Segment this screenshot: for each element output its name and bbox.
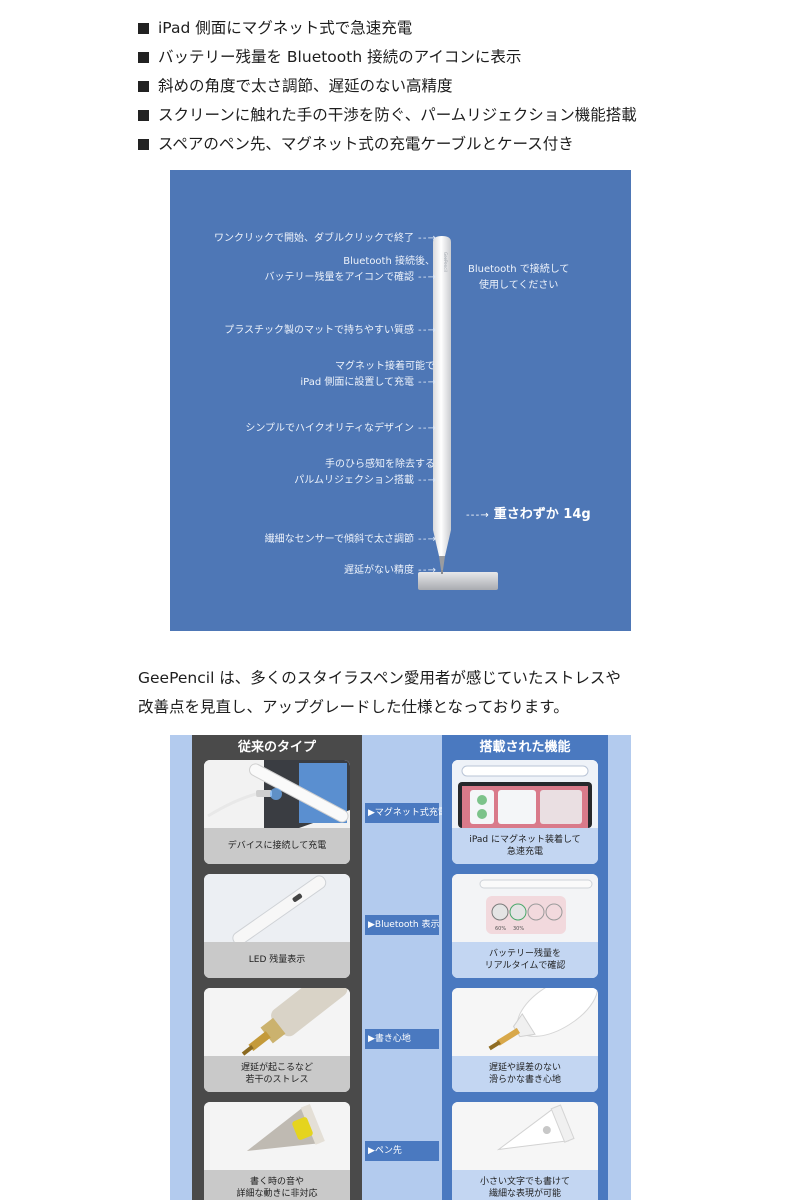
arrow-icon: - - → (418, 377, 436, 388)
card-caption: デバイスに接続して充電 (204, 828, 350, 864)
new-gold-tip-image (452, 988, 598, 1056)
arrow-icon: - - → (418, 475, 436, 486)
feature-item: スペアのペン先、マグネット式の充電ケーブルとケース付き (138, 130, 637, 159)
pencil-tip (439, 556, 445, 570)
comparison-panel: 従来のタイプ デバイスに接続して充電 (170, 735, 631, 1200)
led-pen-image (204, 874, 350, 942)
square-bullet-icon (138, 110, 149, 121)
compare-label-bluetooth: ▶Bluetooth 表示 (365, 915, 439, 935)
card-caption: LED 残量表示 (204, 942, 350, 978)
card-caption: iPad にマグネット装着して急速充電 (452, 828, 598, 864)
pencil-body (433, 236, 451, 556)
old-card-led: LED 残量表示 (204, 874, 350, 978)
arrow-icon: - - → (418, 233, 436, 244)
compare-label-magnet: ▶マグネット式充電 (365, 803, 447, 823)
arrow-icon: - - → (418, 423, 436, 434)
pencil-spec-diagram: GeePencil ワンクリックで開始、ダブルクリックで終了- - → Blue… (170, 170, 631, 631)
new-card-charging: iPad にマグネット装着して急速充電 (452, 760, 598, 864)
battery-widget-image: 60% 30% (452, 874, 598, 942)
card-caption: 遅延が起こるなど若干のストレス (204, 1056, 350, 1092)
new-card-battery: 60% 30% バッテリー残量をリアルタイムで確認 (452, 874, 598, 978)
feature-item: バッテリー残量を Bluetooth 接続のアイコンに表示 (138, 43, 637, 72)
pencil-stand (418, 572, 498, 590)
spec-label-design: シンプルでハイクオリティなデザイン- - → (245, 423, 436, 434)
old-type-column: 従来のタイプ デバイスに接続して充電 (192, 735, 362, 1200)
intro-paragraph: GeePencil は、多くのスタイラスペン愛用者が感じていたストレスや 改善点… (138, 669, 621, 716)
feature-item: iPad 側面にマグネット式で急速充電 (138, 14, 637, 43)
feature-item: 斜めの角度で太さ調節、遅延のない高精度 (138, 72, 637, 101)
card-caption: 遅延や誤差のない滑らかな書き心地 (452, 1056, 598, 1092)
bluetooth-note: Bluetooth で接続して使用してください (468, 264, 570, 291)
arrow-icon: - - - → (466, 510, 489, 521)
feature-list: iPad 側面にマグネット式で急速充電 バッテリー残量を Bluetooth 接… (138, 14, 637, 159)
battery-percent-device: 30% (513, 926, 524, 932)
arrow-icon: - - → (418, 325, 436, 336)
square-bullet-icon (138, 23, 149, 34)
weight-label: - - - →重さわずか 14g (466, 507, 591, 522)
spec-label-latency: 遅延がない精度- - → (344, 565, 436, 576)
square-bullet-icon (138, 52, 149, 63)
spec-label-matte: プラスチック製のマットで持ちやすい質感- - → (224, 325, 436, 336)
old-pen-tip-image (204, 1102, 350, 1170)
feature-item: スクリーンに触れた手の干渉を防ぐ、パームリジェクション機能搭載 (138, 101, 637, 130)
card-caption: 小さい文字でも書けて繊細な表現が可能 (452, 1170, 598, 1200)
old-card-feel: 遅延が起こるなど若干のストレス (204, 988, 350, 1092)
old-card-charging: デバイスに接続して充電 (204, 760, 350, 864)
pencil-illustration: GeePencil (418, 236, 498, 590)
arrow-icon: - - → (418, 534, 436, 545)
compare-label-feel: ▶書き心地 (365, 1029, 439, 1049)
old-type-title: 従来のタイプ (237, 740, 316, 755)
arrow-icon: - - → (418, 272, 436, 283)
pencil-brand-text: GeePencil (443, 252, 448, 272)
ipad-magnet-image (452, 760, 598, 828)
spec-label-palm: 手のひら感知を除去するパルムリジェクション搭載- - → (294, 459, 436, 486)
square-bullet-icon (138, 81, 149, 92)
compare-label-tip: ▶ペン先 (365, 1141, 439, 1161)
new-pen-tip-image (452, 1102, 598, 1170)
old-card-tip: 書く時の音や詳細な動きに非対応 (204, 1102, 350, 1200)
square-bullet-icon (138, 139, 149, 150)
card-caption: 書く時の音や詳細な動きに非対応 (204, 1170, 350, 1200)
spec-label-bluetooth: Bluetooth 接続後、バッテリー残量をアイコンで確認- - → (264, 256, 436, 283)
spec-label-click: ワンクリックで開始、ダブルクリックで終了- - → (214, 233, 436, 244)
new-card-feel: 遅延や誤差のない滑らかな書き心地 (452, 988, 598, 1092)
cable-charging-image (204, 760, 350, 828)
arrow-icon: - - → (418, 565, 436, 576)
new-card-tip: 小さい文字でも書けて繊細な表現が可能 (452, 1102, 598, 1200)
new-feature-column: 搭載された機能 iPad にマグネット装着して急速充電 (442, 735, 608, 1200)
gold-tip-image (204, 988, 350, 1056)
spec-label-sensor: 繊細なセンサーで傾斜で太さ調節- - → (264, 534, 436, 545)
battery-percent-pen: 60% (495, 926, 506, 932)
card-caption: バッテリー残量をリアルタイムで確認 (452, 942, 598, 978)
new-feature-title: 搭載された機能 (479, 740, 571, 755)
